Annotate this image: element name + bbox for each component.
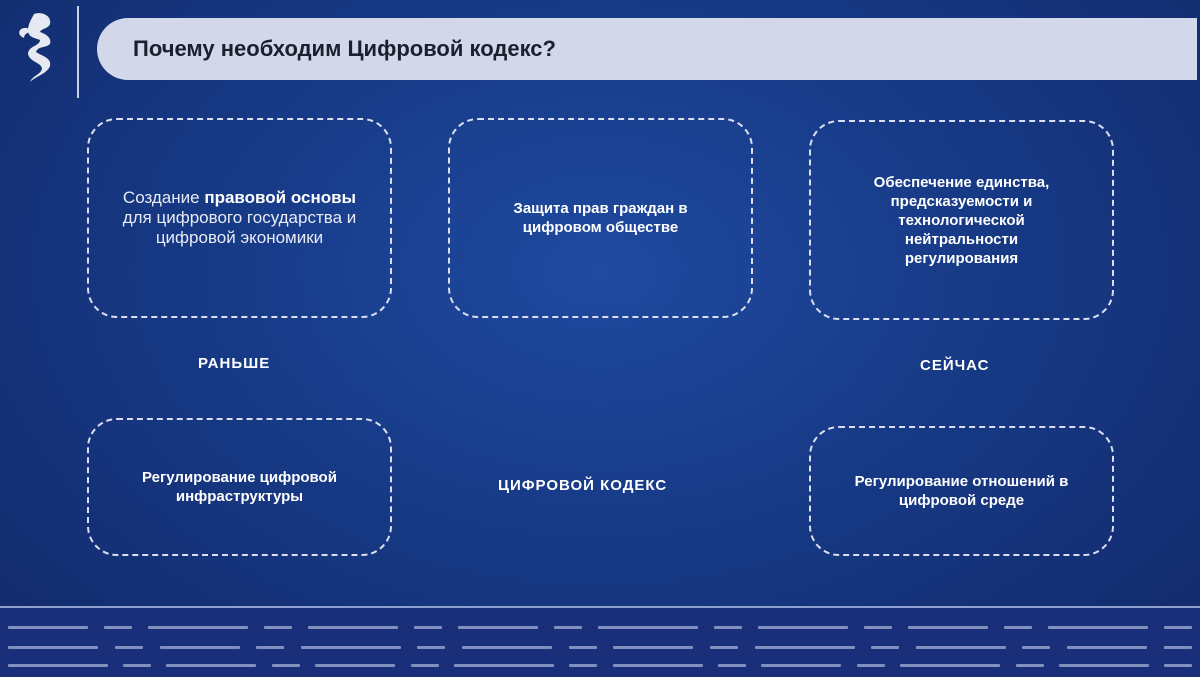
footer-row (0, 626, 1200, 629)
footer-mark (123, 664, 152, 667)
footer-mark (148, 626, 248, 629)
footer-mark (417, 646, 446, 649)
footer-mark (1015, 664, 1044, 667)
text-part: Создание (122, 188, 205, 207)
footer-mark (462, 646, 553, 649)
footer-mark (458, 626, 538, 629)
card-legal-basis: Создание правовой основы для цифрового г… (87, 118, 392, 318)
card-rights-text: Защита прав граждан в цифровом обществе (513, 200, 688, 236)
footer-mark (1004, 626, 1032, 629)
footer-mark (8, 626, 88, 629)
footer-mark (1067, 646, 1148, 649)
footer-mark (315, 664, 396, 667)
footer-mark (300, 646, 401, 649)
divider (77, 6, 79, 98)
footer-mark (1048, 626, 1148, 629)
footer-mark (414, 626, 442, 629)
footer-mark (568, 646, 597, 649)
title-bar: Почему необходим Цифровой кодекс? (97, 18, 1197, 80)
footer-mark (554, 626, 582, 629)
card-infrastructure-text: Регулирование цифровой инфраструктуры (142, 469, 337, 505)
footer-mark (159, 646, 240, 649)
footer-mark (308, 626, 398, 629)
card-relations: Регулирование отношений в цифровой среде (809, 426, 1114, 556)
card-relations-text: Регулирование отношений в цифровой среде (854, 473, 1069, 509)
footer-mark (754, 646, 855, 649)
footer-mark (856, 664, 885, 667)
footer-mark (761, 664, 842, 667)
footer-mark (7, 664, 108, 667)
text-bold: правовой основы (204, 188, 357, 207)
footer-mark (569, 664, 598, 667)
card-rights: Защита прав граждан в цифровом обществе (448, 118, 753, 318)
footer-row (0, 646, 1200, 649)
footer-row (0, 664, 1200, 667)
footer-mark (1164, 626, 1192, 629)
footer-mark (1163, 646, 1192, 649)
footer-mark (709, 646, 738, 649)
card-unity-text: Обеспечение единства, предсказуемости и … (873, 173, 1050, 267)
card-infrastructure: Регулирование цифровой инфраструктуры (87, 418, 392, 556)
label-now: СЕЙЧАС (920, 357, 990, 374)
footer-mark (256, 646, 285, 649)
footer-mark (613, 646, 694, 649)
footer-mark (8, 646, 99, 649)
page-title: Почему необходим Цифровой кодекс? (133, 36, 556, 61)
footer-mark (410, 664, 439, 667)
footer-mark (864, 626, 892, 629)
footer-mark (1058, 664, 1149, 667)
footer-mark (114, 646, 143, 649)
footer-mark (871, 646, 900, 649)
footer-mark (271, 664, 300, 667)
card-legal-basis-text: Создание правовой основы для цифрового г… (113, 188, 366, 248)
footer-mark (1022, 646, 1051, 649)
footer-watermark-strip (0, 606, 1200, 677)
footer-mark (915, 646, 1006, 649)
footer-mark (453, 664, 554, 667)
footer-mark (1164, 664, 1193, 667)
footer-mark (598, 626, 698, 629)
footer-mark (264, 626, 292, 629)
footer-mark (166, 664, 257, 667)
label-before: РАНЬШЕ (198, 355, 271, 372)
emblem-logo (14, 10, 62, 88)
footer-mark (714, 626, 742, 629)
footer-mark (612, 664, 703, 667)
label-digital-code: ЦИФРОВОЙ КОДЕКС (498, 477, 668, 494)
footer-mark (908, 626, 988, 629)
text-part: для цифрового государства и цифровой эко… (122, 208, 357, 247)
card-unity: Обеспечение единства, предсказуемости и … (809, 120, 1114, 320)
footer-mark (104, 626, 132, 629)
footer-mark (758, 626, 848, 629)
footer-mark (718, 664, 747, 667)
footer-mark (900, 664, 1001, 667)
